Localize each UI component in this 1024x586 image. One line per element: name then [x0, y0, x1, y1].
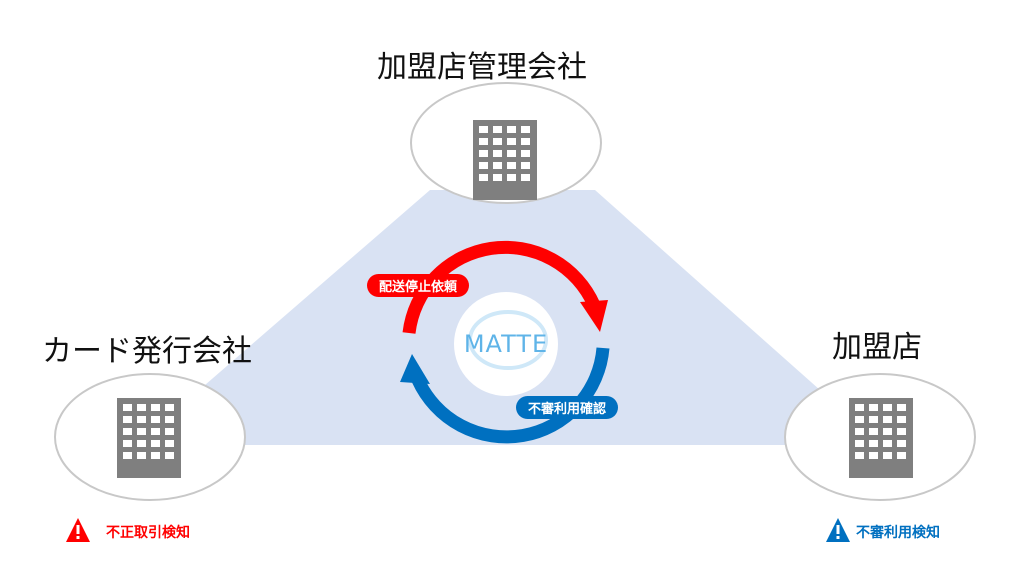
alert-right: 不審利用検知: [856, 525, 940, 541]
node-right-label: 加盟店: [832, 330, 922, 365]
red-flow-label: 配送停止依頼: [367, 274, 470, 297]
blue-flow-label: 不審利用確認: [516, 396, 619, 419]
matte-logo-text: MATTE: [463, 330, 549, 358]
alert-left: 不正取引検知: [106, 525, 190, 541]
building-icon: [473, 120, 537, 200]
warning-icon-left: [66, 518, 90, 542]
blue-arrowhead-icon: [400, 354, 430, 384]
building-icon: [849, 398, 913, 478]
building-icon: [117, 398, 181, 478]
blue-cycle-arrow: [412, 347, 610, 444]
matte-logo-swirl: [468, 310, 548, 370]
red-cycle-arrow: [402, 240, 600, 334]
node-left-label: カード発行会社: [42, 334, 252, 369]
node-top-label: 加盟店管理会社: [377, 50, 587, 85]
red-arrowhead-icon: [580, 300, 608, 332]
warning-icon-right: [826, 518, 850, 542]
